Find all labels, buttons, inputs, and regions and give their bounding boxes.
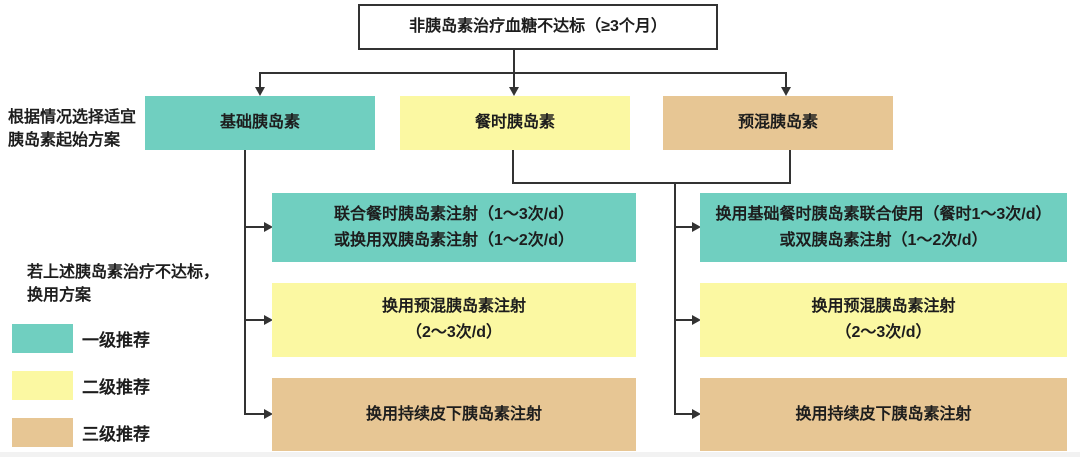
connector-root-drop — [513, 50, 515, 74]
node-basal-switch-level2-line1: 换用预混胰岛素注射 — [381, 298, 526, 315]
node-premix-insulin: 预混胰岛素 — [663, 96, 893, 150]
legend-label-level1: 一级推荐 — [82, 331, 150, 350]
root-node: 非胰岛素治疗血糖不达标（≥3个月） — [358, 4, 718, 50]
legend-label-level3: 三级推荐 — [82, 425, 150, 444]
connector-merge-row1 — [674, 226, 694, 228]
connector-stub-premix — [785, 72, 787, 90]
node-prandial-insulin-label: 餐时胰岛素 — [474, 114, 555, 131]
root-node-label: 非胰岛素治疗血糖不达标（≥3个月） — [409, 18, 667, 35]
arrow-right-basal-row3-icon — [264, 409, 273, 419]
arrow-right-basal-row1-icon — [264, 222, 273, 232]
note-switch-regimen-line2: 换用方案 — [27, 287, 92, 304]
connector-merge-row2 — [674, 319, 694, 321]
connector-premix-drop — [789, 150, 791, 184]
connector-basal-row3 — [244, 413, 266, 415]
legend-swatch-level2 — [12, 371, 73, 400]
node-basal-switch-level1: 联合餐时胰岛素注射（1～3次/d） 或换用双胰岛素注射（1～2次/d） — [272, 193, 636, 262]
connector-basal-vertical — [244, 150, 246, 415]
node-premix-switch-level1-line1: 换用基础餐时胰岛素联合使用（餐时1～3次/d） — [715, 205, 1052, 223]
arrow-down-premix-icon — [781, 87, 791, 96]
node-basal-switch-level3: 换用持续皮下胰岛素注射 — [272, 378, 636, 451]
legend-label-level2: 二级推荐 — [82, 378, 150, 397]
connector-basal-row1 — [244, 226, 266, 228]
connector-top-horizontal — [259, 72, 787, 74]
node-basal-insulin: 基础胰岛素 — [145, 96, 375, 150]
note-switch-regimen: 若上述胰岛素治疗不达标， 换用方案 — [27, 261, 219, 307]
node-basal-switch-level2: 换用预混胰岛素注射 （2～3次/d） — [272, 283, 636, 357]
connector-merge-horizontal — [512, 182, 791, 184]
node-premix-switch-level1-line2: 或双胰岛素注射（1～2次/d） — [779, 231, 988, 249]
node-premix-switch-level3-line1: 换用持续皮下胰岛素注射 — [795, 405, 972, 423]
arrow-right-merge-row3-icon — [692, 409, 701, 419]
node-basal-switch-level2-line2: （2～3次/d） — [405, 324, 503, 341]
connector-prandial-drop — [512, 150, 514, 184]
connector-stub-basal — [259, 72, 261, 90]
note-start-regimen: 根据情况选择适宜 胰岛素起始方案 — [8, 106, 136, 152]
node-premix-switch-level2-line2: （2～3次/d） — [835, 324, 932, 341]
node-premix-insulin-label: 预混胰岛素 — [737, 114, 818, 131]
node-prandial-insulin: 餐时胰岛素 — [400, 96, 630, 150]
legend-swatch-level1 — [12, 324, 73, 353]
bottom-edge-strip — [0, 452, 1080, 457]
node-basal-switch-level3-line1: 换用持续皮下胰岛素注射 — [365, 405, 542, 423]
arrow-down-basal-icon — [255, 87, 265, 96]
legend-item-level2: 二级推荐 — [12, 371, 150, 400]
node-premix-switch-level2-line1: 换用预混胰岛素注射 — [811, 298, 956, 315]
note-switch-regimen-line1: 若上述胰岛素治疗不达标， — [27, 264, 220, 281]
connector-merge-row3 — [674, 413, 694, 415]
node-basal-switch-level1-line1: 联合餐时胰岛素注射（1～3次/d） — [333, 205, 575, 223]
node-premix-switch-level3: 换用持续皮下胰岛素注射 — [700, 378, 1067, 451]
connector-basal-row2 — [244, 319, 266, 321]
connector-stub-prandial — [513, 72, 515, 90]
arrow-right-merge-row1-icon — [692, 222, 701, 232]
arrow-right-merge-row2-icon — [692, 315, 701, 325]
arrow-down-prandial-icon — [509, 87, 519, 96]
node-basal-switch-level1-line2: 或换用双胰岛素注射（1～2次/d） — [333, 231, 575, 249]
note-start-regimen-line2: 胰岛素起始方案 — [8, 132, 121, 149]
legend-item-level3: 三级推荐 — [12, 418, 150, 447]
node-premix-switch-level2: 换用预混胰岛素注射 （2～3次/d） — [700, 283, 1067, 357]
arrow-right-basal-row2-icon — [264, 315, 273, 325]
connector-merge-vertical — [674, 182, 676, 415]
node-basal-insulin-label: 基础胰岛素 — [219, 114, 300, 131]
node-premix-switch-level1: 换用基础餐时胰岛素联合使用（餐时1～3次/d） 或双胰岛素注射（1～2次/d） — [700, 193, 1067, 262]
legend-swatch-level3 — [12, 418, 73, 447]
note-start-regimen-line1: 根据情况选择适宜 — [8, 109, 137, 126]
legend-item-level1: 一级推荐 — [12, 324, 150, 353]
